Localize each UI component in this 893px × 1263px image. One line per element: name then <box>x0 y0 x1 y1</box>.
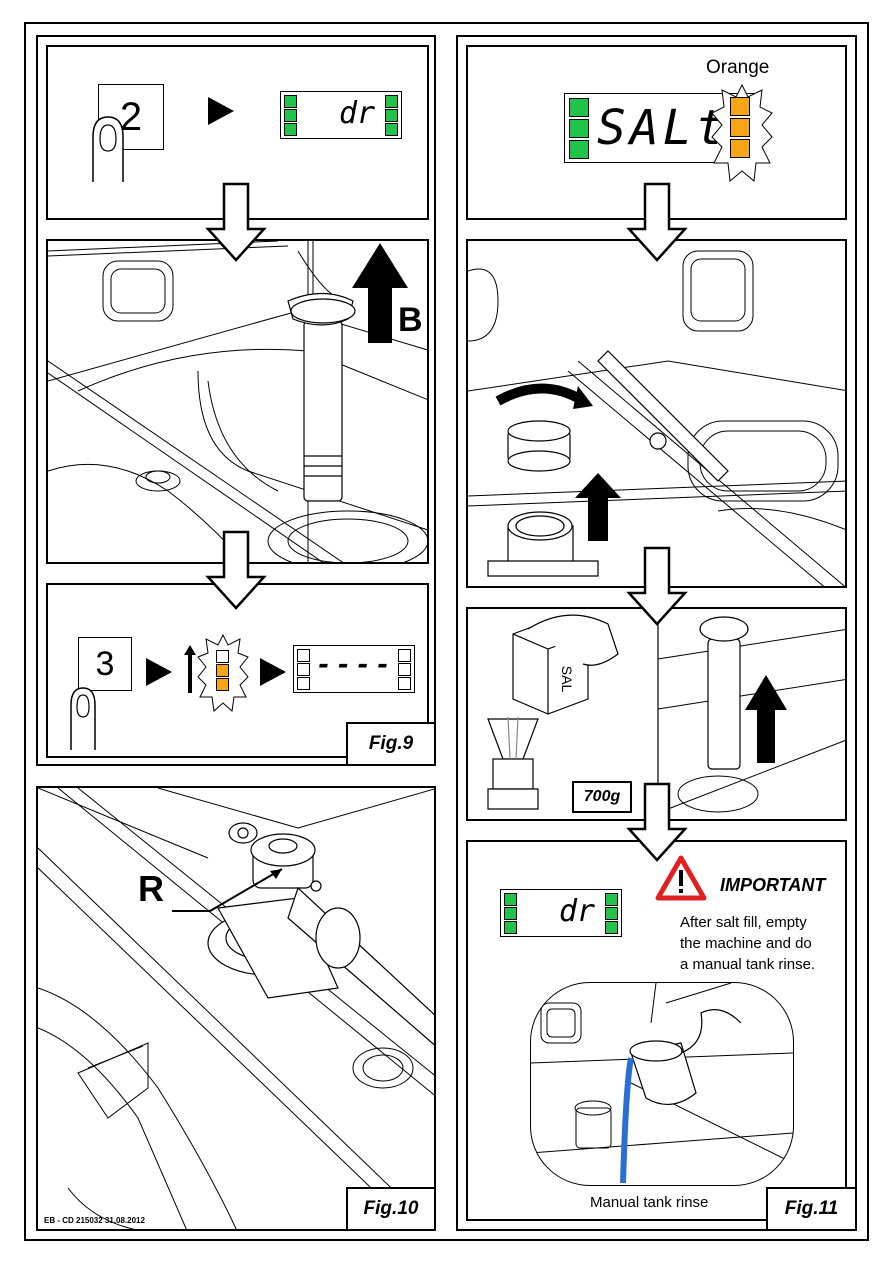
key-3-label: 3 <box>95 644 115 683</box>
arrow-up-thin-icon <box>184 645 196 693</box>
led-orange <box>730 139 750 158</box>
led-off <box>398 663 411 676</box>
lcd-text: ---- <box>316 650 395 680</box>
fig10-panel: R <box>36 786 436 1231</box>
lcd-display: ---- <box>293 645 415 693</box>
led-orange <box>216 678 229 691</box>
led-off <box>297 649 310 662</box>
salt-quantity: 700g <box>583 788 621 805</box>
warning-icon <box>655 855 707 901</box>
fig9-label: Fig.9 <box>346 722 436 766</box>
led-green <box>284 95 297 108</box>
important-title: IMPORTANT <box>720 875 826 895</box>
led-green <box>504 907 517 920</box>
led-orange <box>730 97 750 116</box>
led-off <box>398 677 411 690</box>
led-orange <box>216 664 229 677</box>
led-green <box>569 119 589 138</box>
salt-quantity-label: 700g <box>572 781 632 813</box>
lcd-display: dr <box>500 889 622 937</box>
fig11-frame <box>456 35 857 1231</box>
led-green <box>284 109 297 122</box>
arrow-up-icon <box>575 473 621 541</box>
page-frame <box>24 22 869 1241</box>
led-green <box>605 893 618 906</box>
led-green <box>569 140 589 159</box>
rinse-caption: Manual tank rinse <box>590 1194 709 1211</box>
salt-cap-illustration <box>468 250 845 586</box>
fig9-panel-1: 2 dr <box>46 45 429 220</box>
important-line-2: the machine and do <box>680 935 812 952</box>
fig9-frame <box>36 35 436 766</box>
key-3: 3 <box>78 637 132 691</box>
led-green <box>605 921 618 934</box>
fig10-label-text: Fig.10 <box>363 1198 419 1219</box>
fig10-label: Fig.10 <box>346 1187 436 1231</box>
hollow-arrow-down-icon <box>205 182 267 262</box>
arrow-right-icon <box>208 97 234 125</box>
salt-pour-illustration <box>487 609 845 819</box>
fig9-panel-2: B <box>46 239 429 564</box>
direction-label: B <box>398 301 423 339</box>
part-label: R <box>138 868 164 909</box>
hollow-arrow-down-icon <box>626 182 688 262</box>
hollow-arrow-down-icon <box>626 782 688 862</box>
lcd-text-salt: SALt <box>597 100 729 156</box>
fig9-label-text: Fig.9 <box>368 733 414 754</box>
hollow-arrow-down-icon <box>205 530 267 610</box>
led-orange <box>730 118 750 137</box>
adjuster-illustration <box>38 788 434 1229</box>
rinse-illustration <box>530 982 794 1186</box>
led-green <box>605 907 618 920</box>
lcd-display: dr <box>280 91 402 139</box>
doc-ref: EB - CD 215032 31.08.2012 <box>44 1216 145 1225</box>
led-green <box>569 98 589 117</box>
rinse-drawing <box>531 983 793 1184</box>
led-green <box>504 893 517 906</box>
finger-icon <box>70 687 96 750</box>
arrow-right-icon <box>260 658 286 686</box>
fig11-panel-4: dr IMPORTANT After salt fill, empty the … <box>466 840 847 1221</box>
arrow-up-icon <box>745 675 787 763</box>
hollow-arrow-down-icon <box>626 546 688 626</box>
led-green <box>284 123 297 136</box>
key-2-label: 2 <box>119 94 143 139</box>
important-line-3: a manual tank rinse. <box>680 956 816 973</box>
lcd-text: dr <box>339 96 376 131</box>
important-line-1: After salt fill, empty <box>680 914 807 931</box>
led-green <box>385 95 398 108</box>
fig11-label: Fig.11 <box>766 1187 857 1231</box>
fig11-label-text: Fig.11 <box>784 1198 839 1219</box>
color-note: Orange <box>706 57 770 78</box>
pointer-line <box>172 868 283 912</box>
led-off <box>297 677 310 690</box>
led-off <box>297 663 310 676</box>
led-green <box>385 123 398 136</box>
led-green <box>385 109 398 122</box>
tank-illustration <box>48 241 427 562</box>
lcd-text: dr <box>559 894 596 929</box>
finger-icon <box>92 116 124 182</box>
led-off <box>216 650 229 663</box>
arrow-right-icon <box>146 658 172 686</box>
fig11-panel-2 <box>466 239 847 588</box>
led-green <box>504 921 517 934</box>
arrow-up-icon <box>352 243 408 343</box>
package-text: SAL <box>559 665 576 693</box>
led-off <box>398 649 411 662</box>
